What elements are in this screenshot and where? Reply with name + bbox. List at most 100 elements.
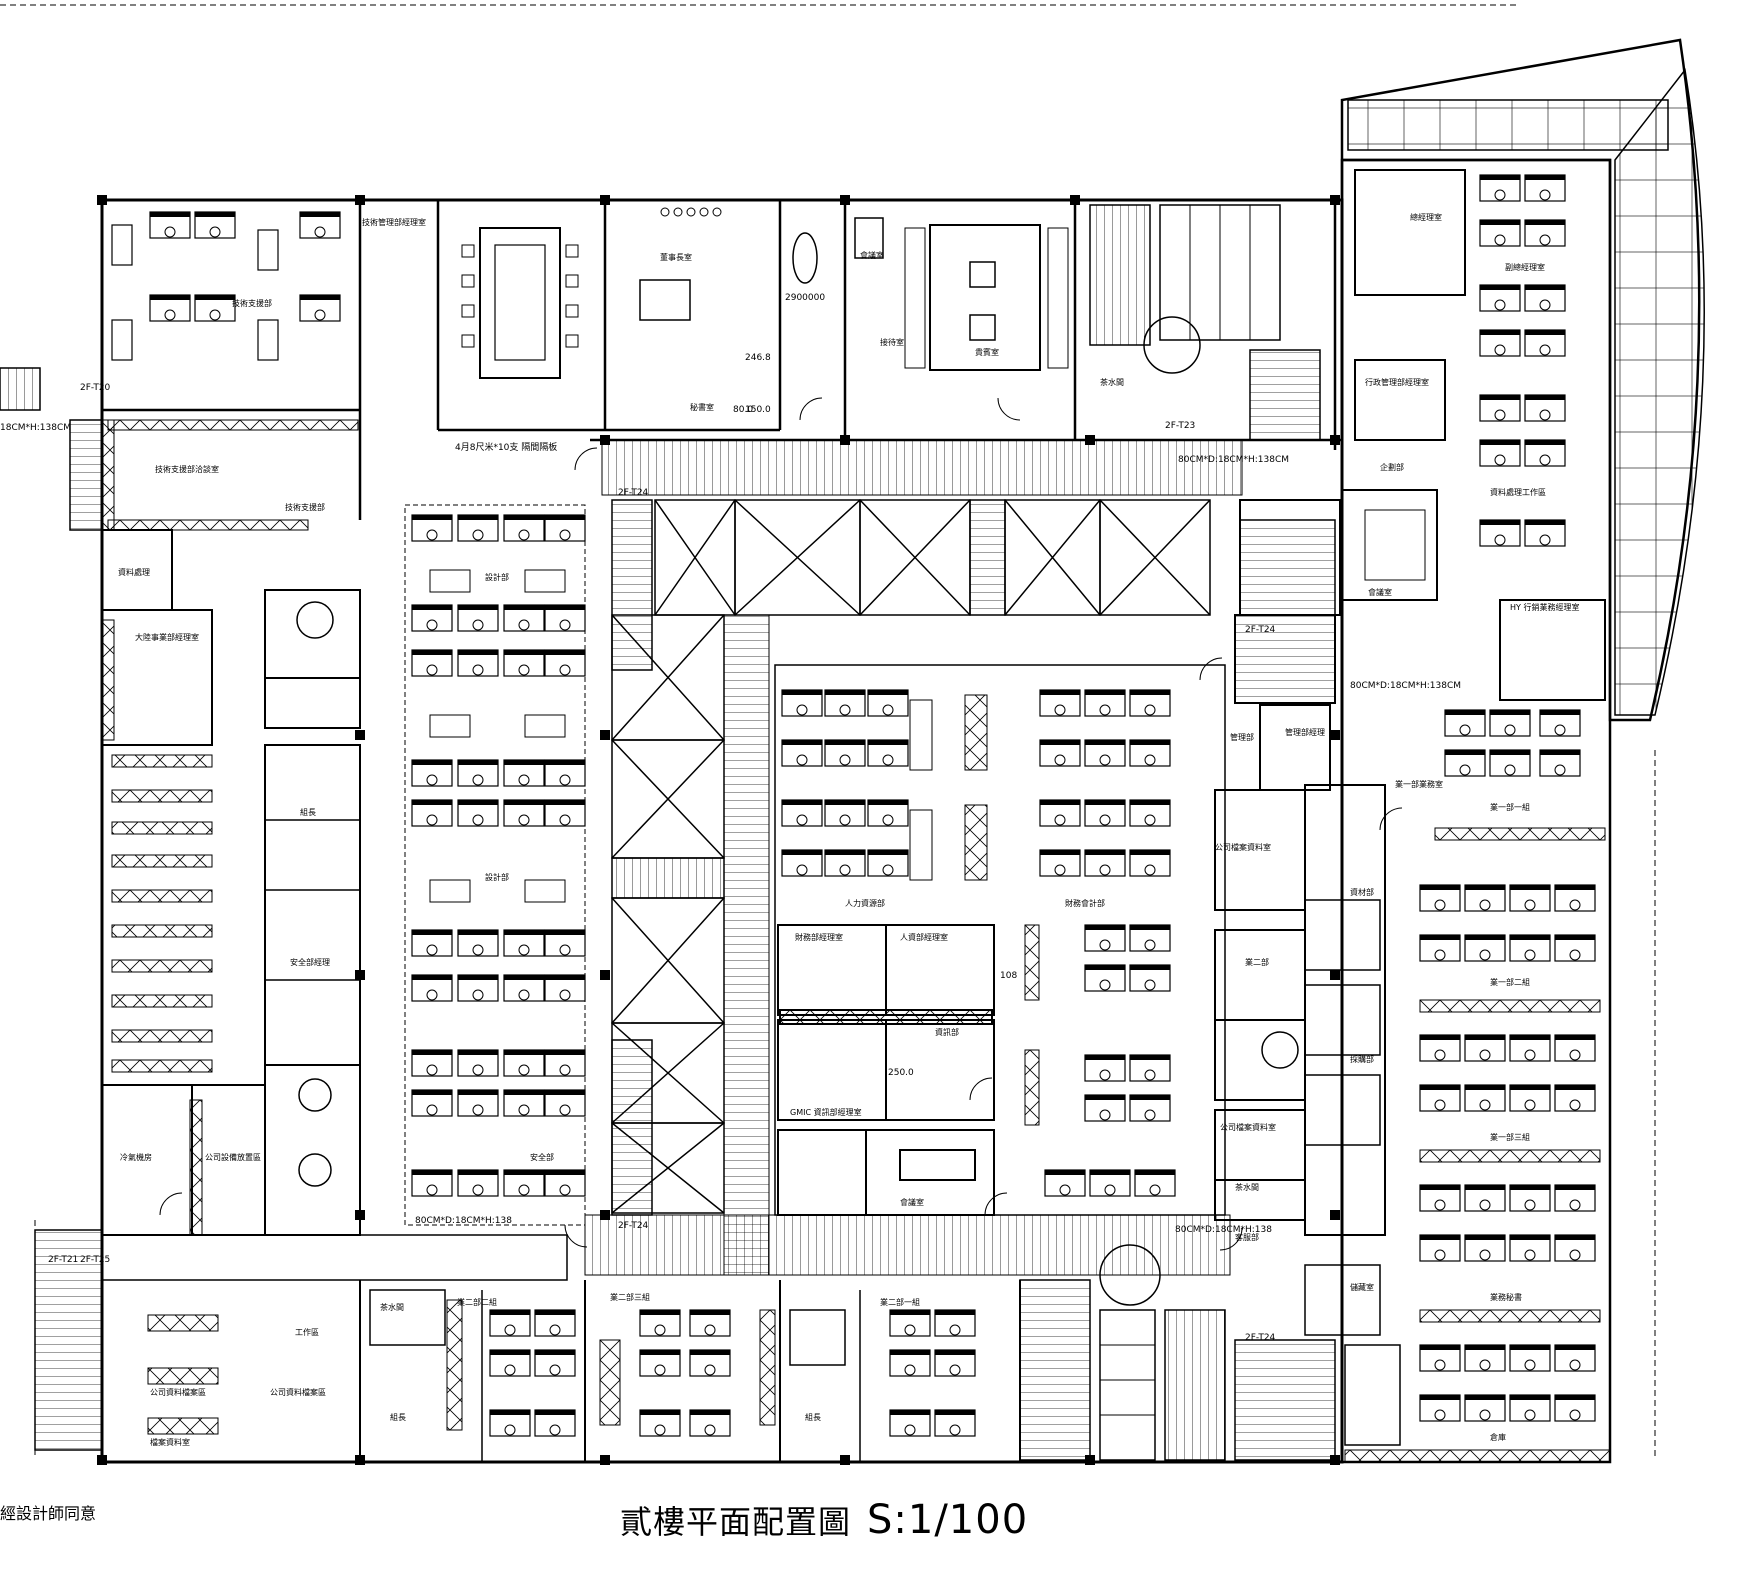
label-work-area: 工作區: [295, 1327, 319, 1337]
label-tech-director: 技術管理部經理室: [362, 217, 426, 227]
label-proc: 資材部: [1350, 887, 1374, 897]
open-office-center-desks: [781, 689, 1176, 1197]
label-lead2: 組長: [805, 1412, 821, 1422]
label-it: 資訊部: [935, 1027, 959, 1037]
label-proc2: 採購部: [1350, 1054, 1374, 1064]
dim-2: 150.0: [745, 405, 771, 415]
label-meeting-top: 會議室: [860, 250, 884, 260]
bottom-left-storage: [147, 1314, 219, 1435]
label-bottom-left3: 檔案資料室: [150, 1437, 190, 1447]
label-hr-mgr: 人資部經理室: [900, 932, 948, 942]
label-meeting-mid: 會議室: [900, 1197, 924, 1207]
label-sales-sec: 業務秘書: [1490, 1292, 1522, 1302]
stair-tag-5: 2F-T21: [48, 1255, 78, 1265]
open-office-left-desks: [411, 514, 586, 1197]
stair-tag-3: 2F-T24: [618, 1221, 649, 1231]
stair-tag-8: 2F-T23: [1165, 421, 1195, 431]
label-hr: 人力資源部: [845, 898, 885, 908]
label-tech-room: 技術支援部: [285, 502, 325, 512]
label-right-exec: 副總經理室: [1505, 262, 1545, 272]
label-admin-mgr: 管理部經理: [1285, 727, 1325, 737]
dim-3: 80.0: [733, 405, 753, 415]
label-sales-group: 業一部一組: [1490, 802, 1530, 812]
label-tea: 茶水間: [1100, 377, 1124, 387]
center-manager-rooms: [777, 924, 995, 1216]
label-secretary: 秘書室: [690, 402, 714, 412]
dim-right-mid: 80CM*D:18CM*H:138CM: [1350, 681, 1461, 691]
label-right-office: 企劃部: [1380, 462, 1404, 472]
dim-1: 246.8: [745, 353, 771, 363]
label-dept2b: 業二部三組: [610, 1292, 650, 1302]
corridor-bottom: [584, 1214, 1231, 1276]
label-admin1: 管理部: [1230, 732, 1254, 742]
dim-top-center: 4月8尺米*10支 隔間隔板: [455, 441, 557, 453]
exec-office-furniture: [639, 207, 884, 321]
round-tables: [296, 601, 1299, 1187]
corner-note: 經設計師同意: [0, 1504, 97, 1523]
label-mgr: 組長: [300, 807, 316, 817]
right-wing-lower: [1304, 827, 1611, 1463]
corridor-vertical: [723, 614, 770, 1276]
label-doc2: 公司檔案資料室: [1220, 1122, 1276, 1132]
dim-right-upper: 80CM*D:18CM*H:138CM: [1178, 455, 1289, 465]
label-finance-mgr: 財務部經理室: [795, 932, 843, 942]
label-sales1: 業一部業務室: [1395, 779, 1443, 789]
label-bottom-left1: 公司資料檔案區: [150, 1387, 206, 1397]
conference-table-top: [461, 227, 579, 379]
restroom-bottom: [1019, 519, 1336, 1461]
label-dept2: 業二部二組: [457, 1297, 497, 1307]
label-sales-group2: 業一部二組: [1490, 977, 1530, 987]
label-doc: 公司檔案資料室: [1215, 842, 1271, 852]
label-top-left-office: 技術支援部: [232, 298, 272, 308]
dim-center-bottom: 80CM*D:18CM*H:138: [1175, 1225, 1272, 1235]
dim-mid-left: 80CM*D:18CM*H:138: [415, 1216, 512, 1226]
label-lead: 組長: [390, 1412, 406, 1422]
label-sales-group3: 業一部三組: [1490, 1132, 1530, 1142]
label-recept: 接待室: [880, 337, 904, 347]
label-cold: 冷氣機房: [120, 1152, 152, 1162]
drawing-scale: S:1/100: [867, 1497, 1029, 1543]
label-tea2: 茶水間: [1235, 1182, 1259, 1192]
dim-6: 250.0: [888, 1068, 914, 1078]
label-dept2c: 業二部一組: [880, 1297, 920, 1307]
storage-shelves: [101, 419, 359, 1073]
label-hy: HY 行銷業務經理室: [1510, 602, 1579, 612]
label-left-small: 資料處理: [118, 567, 150, 577]
atrium-panels-top: [654, 499, 1211, 616]
stair-tag-7: 2F-T20: [80, 383, 111, 393]
label-tech-meeting: 技術支援部洽談室: [155, 464, 219, 474]
dim-4: 2900000: [785, 293, 825, 303]
label-design: 設計部: [485, 572, 509, 582]
dim-left-edge: 18CM*H:138CM: [0, 423, 71, 433]
vip-room-furniture: [904, 224, 1069, 371]
label-cust: 客服部: [1235, 1232, 1259, 1242]
stair-tag-1: 2F-T24: [618, 488, 649, 498]
label-bottom-left2: 公司資料檔案區: [270, 1387, 326, 1397]
drawing-title-text: 貳樓平面配置圖: [620, 1503, 852, 1541]
label-left-manager: 大陸事業部經理室: [135, 632, 199, 642]
dim-5: 108: [1000, 971, 1017, 981]
label-right-work: 資料處理工作區: [1490, 487, 1546, 497]
label-warehouse: 儲藏室: [1350, 1282, 1374, 1292]
structural-columns: [97, 195, 1340, 1465]
label-manager-top: 總經理室: [1410, 212, 1442, 222]
label-right-ops: 行政管理部經理室: [1365, 377, 1429, 387]
label-equip: 公司設備放置區: [205, 1152, 261, 1162]
right-wing-upper: [1341, 169, 1606, 777]
restroom-top: [1089, 204, 1321, 441]
label-board-room: 董事長室: [660, 252, 692, 262]
label-gmic: GMIC 資訊部經理室: [790, 1107, 862, 1117]
label-tea3: 茶水間: [380, 1302, 404, 1312]
bottom-row-offices: [359, 1280, 1021, 1462]
label-security: 安全部: [530, 1152, 554, 1162]
right-center-rooms: [1214, 499, 1386, 1236]
stair-tag-4: 2F-T24: [1245, 1333, 1276, 1343]
label-vip: 貴賓室: [975, 347, 999, 357]
label-stock: 倉庫: [1490, 1432, 1506, 1442]
corridor-top: [601, 439, 1243, 496]
stair-tag-2: 2F-T24: [1245, 625, 1276, 635]
stair-tag-6: 2F-T25: [80, 1255, 110, 1265]
drawing-title: 貳樓平面配置圖 S:1/100: [620, 1497, 1028, 1543]
label-design2: 設計部: [485, 872, 509, 882]
